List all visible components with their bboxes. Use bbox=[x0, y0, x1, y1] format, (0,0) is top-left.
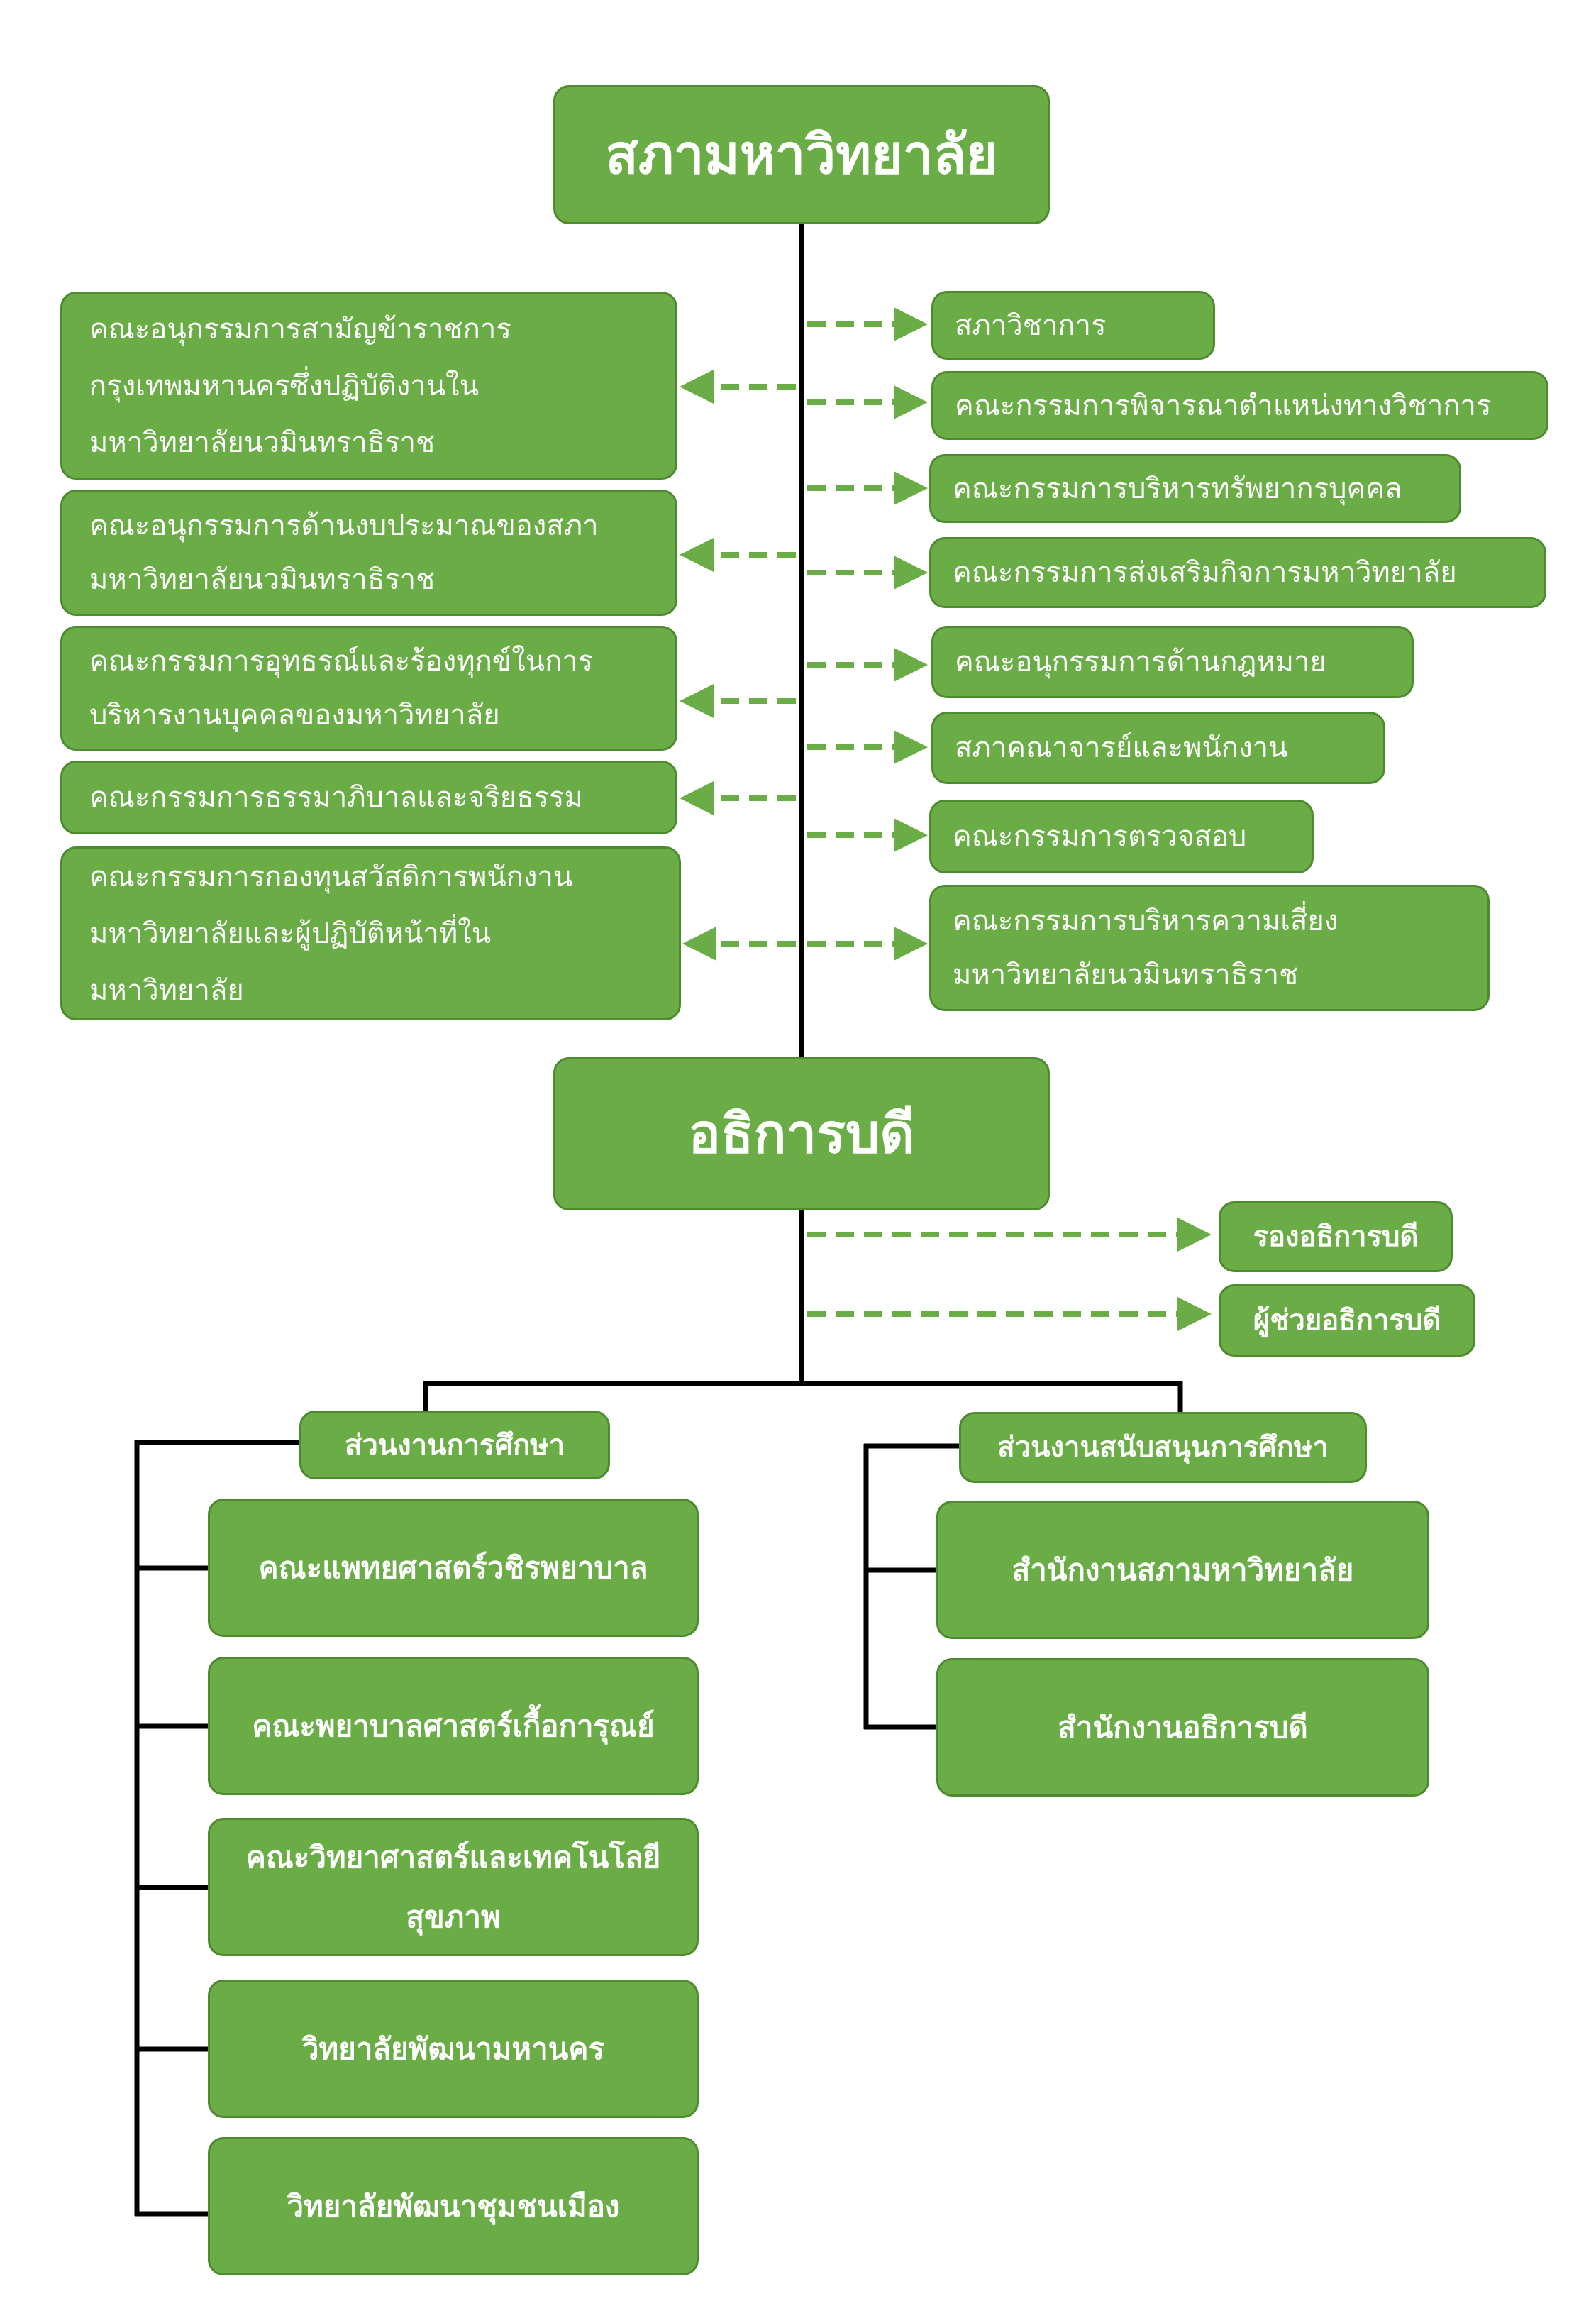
committee-label: คณะกรรมการส่งเสริมกิจการมหาวิทยาลัย bbox=[953, 556, 1457, 589]
academic-unit: คณะพยาบาลศาสตร์เกื้อการุณย์ bbox=[208, 1657, 699, 1795]
support-unit: สำนักงานสภามหาวิทยาลัย bbox=[936, 1501, 1429, 1639]
support-section-label: ส่วนงานสนับสนุนการศึกษา bbox=[997, 1431, 1329, 1464]
council-right-committee: คณะกรรมการตรวจสอบ bbox=[929, 800, 1314, 873]
committee-label: คณะกรรมการพิจารณาตำแหน่งทางวิชาการ bbox=[955, 389, 1492, 422]
council-left-committee: คณะกรรมการธรรมาภิบาลและจริยธรรม bbox=[60, 761, 677, 834]
academic-unit-label: คณะแพทยศาสตร์วชิรพยาบาล bbox=[258, 1550, 648, 1585]
council-right-committee: คณะกรรมการพิจารณาตำแหน่งทางวิชาการ bbox=[931, 371, 1548, 440]
committee-label: คณะอนุกรรมการสามัญข้าราชการ กรุงเทพมหานค… bbox=[89, 312, 511, 459]
council-left-committee: คณะกรรมการอุทธรณ์และร้องทุกข์ในการ บริหา… bbox=[60, 626, 677, 751]
academic-unit: คณะแพทยศาสตร์วชิรพยาบาล bbox=[208, 1499, 699, 1637]
university-council-box: สภามหาวิทยาลัย bbox=[553, 85, 1050, 224]
academic-unit-label: คณะพยาบาลศาสตร์เกื้อการุณย์ bbox=[252, 1708, 655, 1743]
council-right-committee: คณะกรรมการส่งเสริมกิจการมหาวิทยาลัย bbox=[929, 537, 1546, 608]
committee-label: คณะกรรมการตรวจสอบ bbox=[953, 820, 1247, 853]
committee-label: คณะอนุกรรมการด้านงบประมาณของสภา มหาวิทยา… bbox=[89, 509, 599, 596]
support-unit-label: สำนักงานอธิการบดี bbox=[1058, 1709, 1308, 1745]
council-left-committee: คณะกรรมการกองทุนสวัสดิการพนักงาน มหาวิทย… bbox=[60, 846, 681, 1020]
council-right-committee: คณะอนุกรรมการด้านกฎหมาย bbox=[931, 626, 1414, 698]
university-council-title: สภามหาวิทยาลัย bbox=[605, 123, 998, 186]
council-right-committee: คณะกรรมการบริหารความเสี่ยง มหาวิทยาลัยนว… bbox=[929, 885, 1490, 1011]
academic-section-label: ส่วนงานการศึกษา bbox=[344, 1428, 565, 1462]
committee-label: คณะกรรมการกองทุนสวัสดิการพนักงาน มหาวิทย… bbox=[89, 860, 573, 1007]
council-left-committee: คณะอนุกรรมการด้านงบประมาณของสภา มหาวิทยา… bbox=[60, 490, 677, 616]
academic-unit: วิทยาลัยพัฒนาชุมชนเมือง bbox=[208, 2137, 699, 2275]
academic-unit-label: คณะวิทยาศาสตร์และเทคโนโลยี สุขภาพ bbox=[245, 1839, 661, 1934]
support-unit: สำนักงานอธิการบดี bbox=[936, 1658, 1429, 1797]
assistant-president-box: ผู้ช่วยอธิการบดี bbox=[1219, 1284, 1475, 1357]
vice-president-label: รองอธิการบดี bbox=[1253, 1220, 1419, 1253]
academic-unit-label: วิทยาลัยพัฒนามหานคร bbox=[301, 2031, 605, 2066]
committee-label: สภาคณาจารย์และพนักงาน bbox=[955, 732, 1288, 764]
committee-label: คณะกรรมการอุทธรณ์และร้องทุกข์ในการ บริหา… bbox=[89, 645, 594, 732]
support-unit-label: สำนักงานสภามหาวิทยาลัย bbox=[1012, 1552, 1354, 1587]
president-title: อธิการบดี bbox=[688, 1102, 915, 1165]
president-box: อธิการบดี bbox=[553, 1057, 1050, 1210]
committee-label: สภาวิชาการ bbox=[955, 309, 1107, 342]
council-right-committee: คณะกรรมการบริหารทรัพยากรบุคคล bbox=[929, 454, 1461, 523]
academic-unit-label: วิทยาลัยพัฒนาชุมชนเมือง bbox=[287, 2188, 620, 2224]
council-right-committee: สภาคณาจารย์และพนักงาน bbox=[931, 712, 1385, 784]
committee-label: คณะกรรมการธรรมาภิบาลและจริยธรรม bbox=[89, 781, 583, 814]
committee-label: คณะกรรมการบริหารทรัพยากรบุคคล bbox=[953, 472, 1402, 505]
academic-unit: วิทยาลัยพัฒนามหานคร bbox=[208, 1980, 699, 2118]
council-right-committee: สภาวิชาการ bbox=[931, 291, 1215, 360]
council-left-committee: คณะอนุกรรมการสามัญข้าราชการ กรุงเทพมหานค… bbox=[60, 292, 677, 480]
assistant-president-label: ผู้ช่วยอธิการบดี bbox=[1253, 1304, 1441, 1337]
academic-unit: คณะวิทยาศาสตร์และเทคโนโลยี สุขภาพ bbox=[208, 1818, 699, 1956]
support-section-header: ส่วนงานสนับสนุนการศึกษา bbox=[959, 1412, 1367, 1483]
academic-section-header: ส่วนงานการศึกษา bbox=[299, 1411, 610, 1479]
committee-label: คณะอนุกรรมการด้านกฎหมาย bbox=[955, 646, 1326, 678]
committee-label: คณะกรรมการบริหารความเสี่ยง มหาวิทยาลัยนว… bbox=[953, 905, 1339, 991]
vice-president-box: รองอธิการบดี bbox=[1219, 1201, 1453, 1272]
